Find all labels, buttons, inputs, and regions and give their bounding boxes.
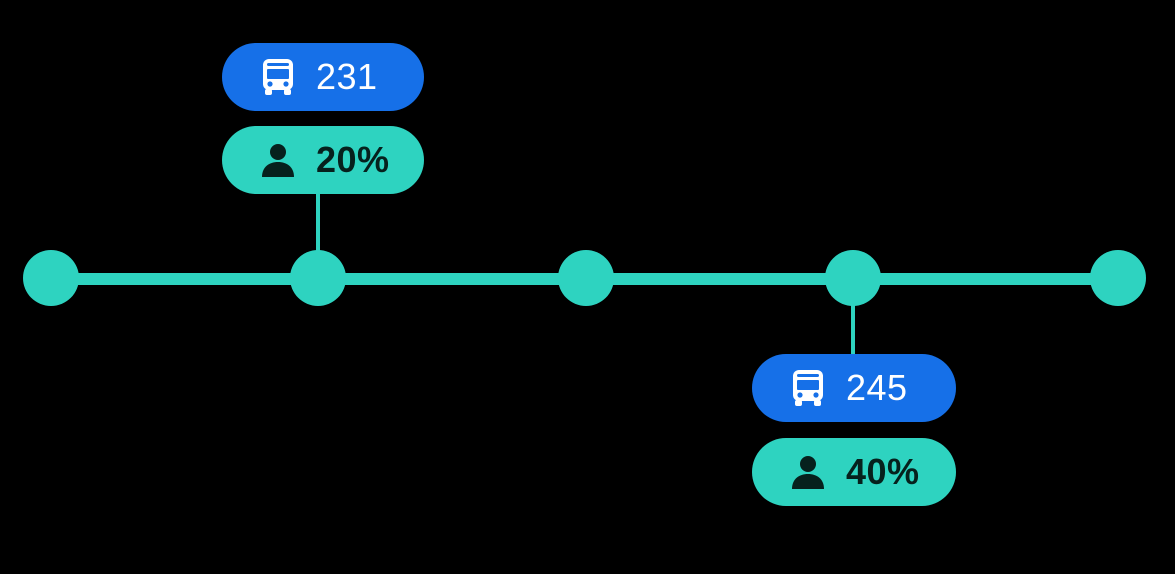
marker-connector-1 (316, 192, 320, 254)
stop-node-4[interactable] (825, 250, 881, 306)
stop-node-1[interactable] (23, 250, 79, 306)
marker-connector-2 (851, 302, 855, 356)
stop-node-5[interactable] (1090, 250, 1146, 306)
stop-node-2[interactable] (290, 250, 346, 306)
person-icon (258, 140, 298, 180)
bus-icon (258, 57, 298, 97)
person-icon (788, 452, 828, 492)
occupancy-percent: 20% (316, 139, 390, 180)
occupancy-pill-2[interactable]: 40% (752, 438, 956, 506)
stop-node-3[interactable] (558, 250, 614, 306)
bus-count-pill-2[interactable]: 245 (752, 354, 956, 422)
bus-icon (788, 368, 828, 408)
bus-count: 245 (846, 367, 908, 408)
bus-count-pill-1[interactable]: 231 (222, 43, 424, 111)
bus-count: 231 (316, 56, 378, 97)
occupancy-percent: 40% (846, 451, 920, 492)
occupancy-pill-1[interactable]: 20% (222, 126, 424, 194)
